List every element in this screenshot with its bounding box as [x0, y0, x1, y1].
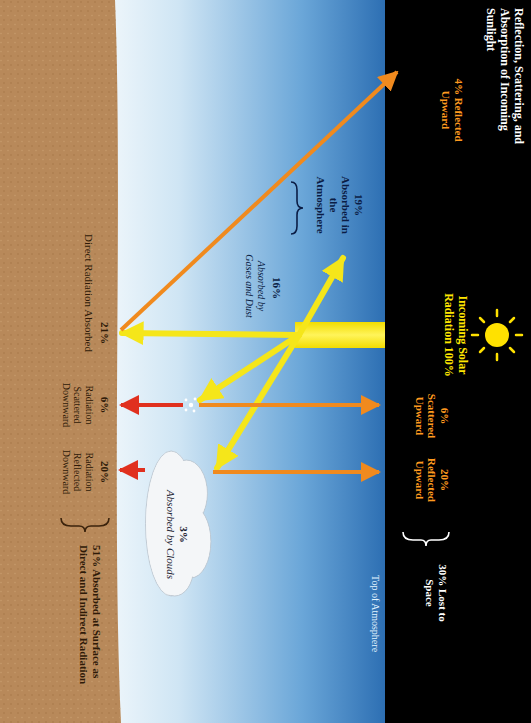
scattered-arrow	[199, 403, 379, 407]
boundary-label: Top of Atmosphere	[370, 575, 382, 705]
sun-ray	[510, 348, 514, 352]
absorbed-label: 19% Absorbed in the Atmosphere	[314, 172, 365, 238]
particle	[194, 398, 197, 401]
percent-label: 16%	[270, 268, 283, 308]
cloud-puffs	[146, 451, 211, 596]
sun	[472, 310, 522, 360]
direct-arrow	[122, 333, 299, 335]
sun-ray	[510, 318, 514, 322]
particle	[185, 399, 188, 402]
bracket	[291, 182, 303, 234]
percent-label: 20%	[98, 450, 111, 494]
reflected-label: 4% Reflected Upward	[440, 75, 465, 145]
scattered-label: 6% Scattered Upward	[413, 388, 451, 444]
sun-ray	[472, 334, 478, 337]
reflected-arrow	[213, 470, 379, 474]
sun-disc	[485, 323, 509, 347]
cloud: 3%Absorbed by Clouds	[142, 448, 212, 599]
space-background	[385, 0, 531, 723]
percent-label: 21%	[98, 311, 111, 355]
incoming-label: Incoming Solar Radiation 100%	[441, 287, 469, 383]
bracket	[403, 532, 449, 546]
cloud-label: Absorbed by Clouds	[164, 488, 177, 581]
reflected-label: 20% Reflected Upward	[413, 450, 451, 510]
ground-texture	[0, 0, 121, 723]
lost-to-space-label: 30% Lost to Space	[424, 558, 449, 628]
reflected-arrow	[121, 72, 397, 330]
cloud-fill	[146, 452, 210, 595]
reflected-label: Radiation Reflected Downward	[61, 437, 96, 507]
bracket	[61, 518, 109, 532]
atmosphere-background	[110, 0, 385, 723]
sun-ray	[480, 318, 484, 322]
reflected-down-arrow	[120, 468, 145, 472]
diagram-title: Reflection, Scattering, and Absorption o…	[484, 8, 525, 158]
percent-label: 6%	[98, 385, 111, 425]
absorbed-label: Direct Radiation Absorbed	[82, 166, 95, 352]
absorbed-label: Absorbed by Gases and Dust	[244, 248, 267, 324]
scattered-down-arrow	[121, 403, 183, 407]
cloud-shape	[142, 448, 212, 599]
particle	[185, 409, 188, 412]
particle	[193, 410, 196, 413]
absorbed-arrow	[299, 258, 343, 335]
scatter-arrow	[200, 335, 299, 400]
incoming-beam	[295, 322, 385, 348]
scatter-particles	[185, 398, 197, 413]
absorbed-label: 51% Absorbed at Surface as Direct and In…	[78, 545, 103, 685]
sun-ray	[496, 354, 499, 360]
sun-ray	[496, 310, 499, 316]
percent-label: 3%	[177, 488, 190, 581]
cloud-arrow	[217, 335, 299, 468]
scattered-label: Radiation Scattered Downward	[61, 371, 96, 439]
ground	[0, 0, 121, 723]
particle	[189, 403, 193, 407]
sun-ray	[516, 334, 522, 337]
sun-ray	[480, 348, 484, 352]
